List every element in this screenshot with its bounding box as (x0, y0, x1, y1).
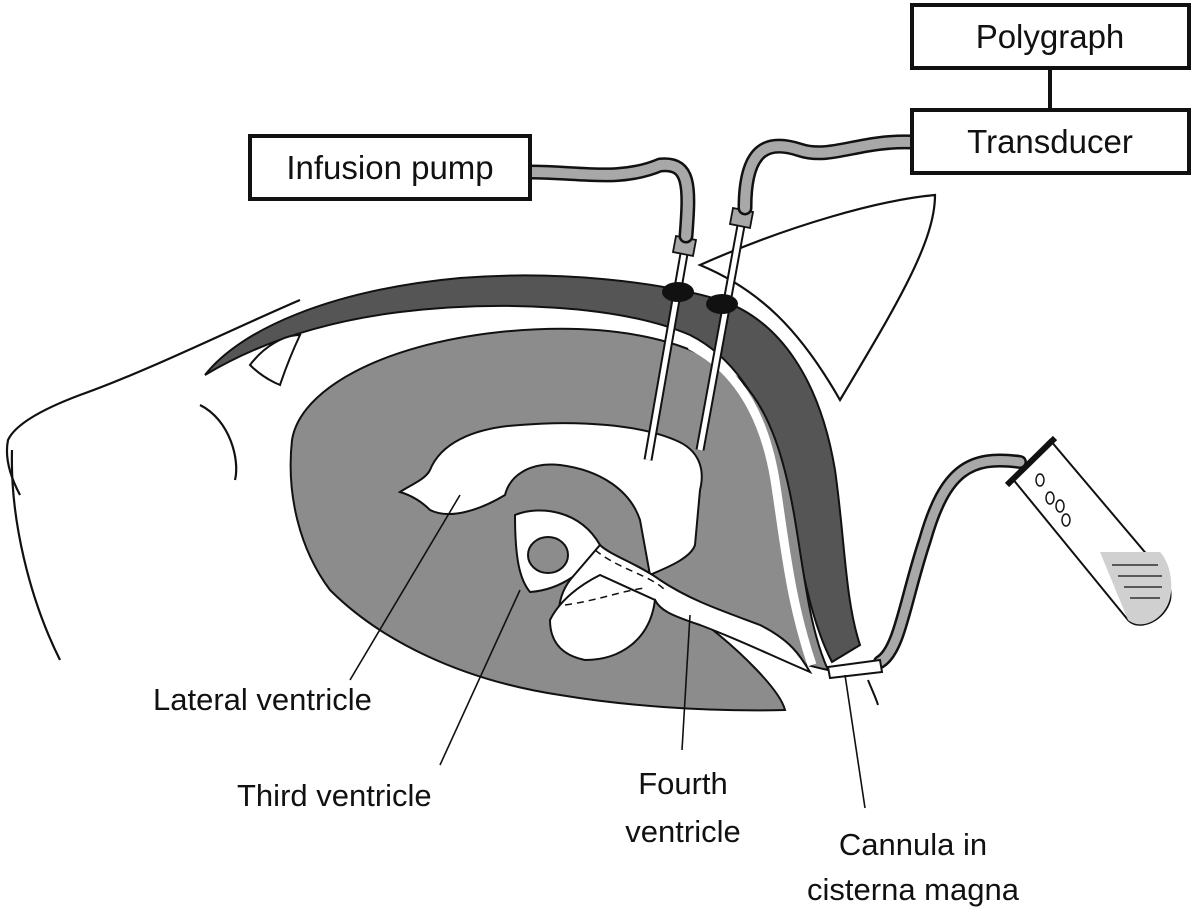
collection-tube (1007, 438, 1171, 625)
neck-line (868, 680, 878, 705)
polygraph-box: Polygraph (912, 5, 1189, 68)
cisterna-cannula (828, 660, 882, 678)
transducer-label: Transducer (967, 123, 1133, 160)
infusion-pump-label: Infusion pump (286, 149, 493, 186)
cannula-label-line2: cisterna magna (807, 872, 1020, 907)
interthalamic-adhesion (528, 537, 568, 573)
third-ventricle-label: Third ventricle (237, 778, 432, 813)
transducer-box: Transducer (912, 110, 1189, 173)
fourth-ventricle-label-line2: ventricle (625, 814, 740, 849)
fourth-ventricle-label-line1: Fourth (638, 766, 728, 801)
cannula-label-line1: Cannula in (839, 827, 987, 862)
head-outline (7, 300, 300, 660)
polygraph-label: Polygraph (976, 18, 1125, 55)
lateral-ventricle-label: Lateral ventricle (153, 682, 372, 717)
infusion-pump-box: Infusion pump (250, 136, 530, 199)
